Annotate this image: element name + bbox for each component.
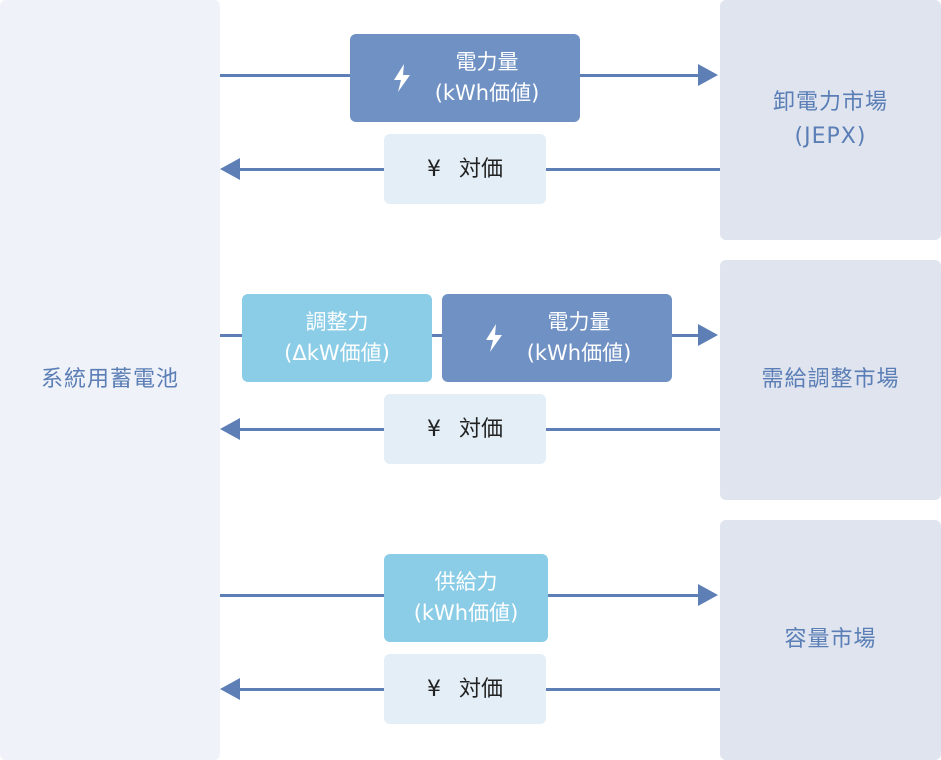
lightning-icon [393, 64, 410, 92]
supply-box-line1: 供給力 [434, 570, 498, 594]
market-panel-jepx: 卸電力市場 (JEPX) [720, 0, 941, 240]
yen-icon: ¥ [426, 416, 441, 442]
supply-box-capacity: 供給力 (kWh価値) [384, 554, 548, 642]
market-capacity-name: 容量市場 [784, 627, 877, 652]
market-jepx-abbrev: (JEPX) [794, 124, 867, 149]
market-jepx-name: 卸電力市場 [772, 90, 888, 115]
arrowhead-left-icon [220, 418, 240, 440]
lightning-icon [485, 324, 502, 352]
arrowhead-left-icon [220, 158, 240, 180]
payment-label-balancing: 対価 [458, 416, 503, 442]
energy-box-jepx-line1: 電力量 [455, 50, 519, 74]
arrowhead-left-icon [220, 678, 240, 700]
arrowhead-right-icon [698, 324, 718, 346]
arrowhead-right-icon [698, 584, 718, 606]
market-panel-capacity: 容量市場 [720, 520, 941, 760]
energy-box-jepx: 電力量 (kWh価値) [350, 34, 580, 122]
adjust-box-balancing: 調整力 (ΔkW価値) [242, 294, 432, 382]
market-balancing-name: 需給調整市場 [761, 367, 900, 392]
adjust-box-line1: 調整力 [305, 310, 369, 334]
payment-box-jepx: ¥ 対価 [384, 134, 546, 204]
yen-icon: ¥ [426, 676, 441, 702]
payment-label-jepx: 対価 [458, 156, 503, 182]
battery-label: 系統用蓄電池 [40, 367, 179, 392]
market-panel-balancing: 需給調整市場 [720, 260, 941, 500]
energy-box-balancing-line2: (kWh価値) [526, 341, 632, 365]
energy-box-jepx-line2: (kWh価値) [434, 81, 540, 105]
adjust-box-line2: (ΔkW価値) [284, 341, 390, 365]
payment-box-balancing: ¥ 対価 [384, 394, 546, 464]
yen-icon: ¥ [426, 156, 441, 182]
payment-box-capacity: ¥ 対価 [384, 654, 546, 724]
payment-label-capacity: 対価 [458, 676, 503, 702]
energy-box-balancing: 電力量 (kWh価値) [442, 294, 672, 382]
energy-box-balancing-line1: 電力量 [547, 310, 611, 334]
arrowhead-right-icon [698, 64, 718, 86]
battery-panel: 系統用蓄電池 [0, 0, 220, 760]
supply-box-line2: (kWh価値) [413, 601, 519, 625]
